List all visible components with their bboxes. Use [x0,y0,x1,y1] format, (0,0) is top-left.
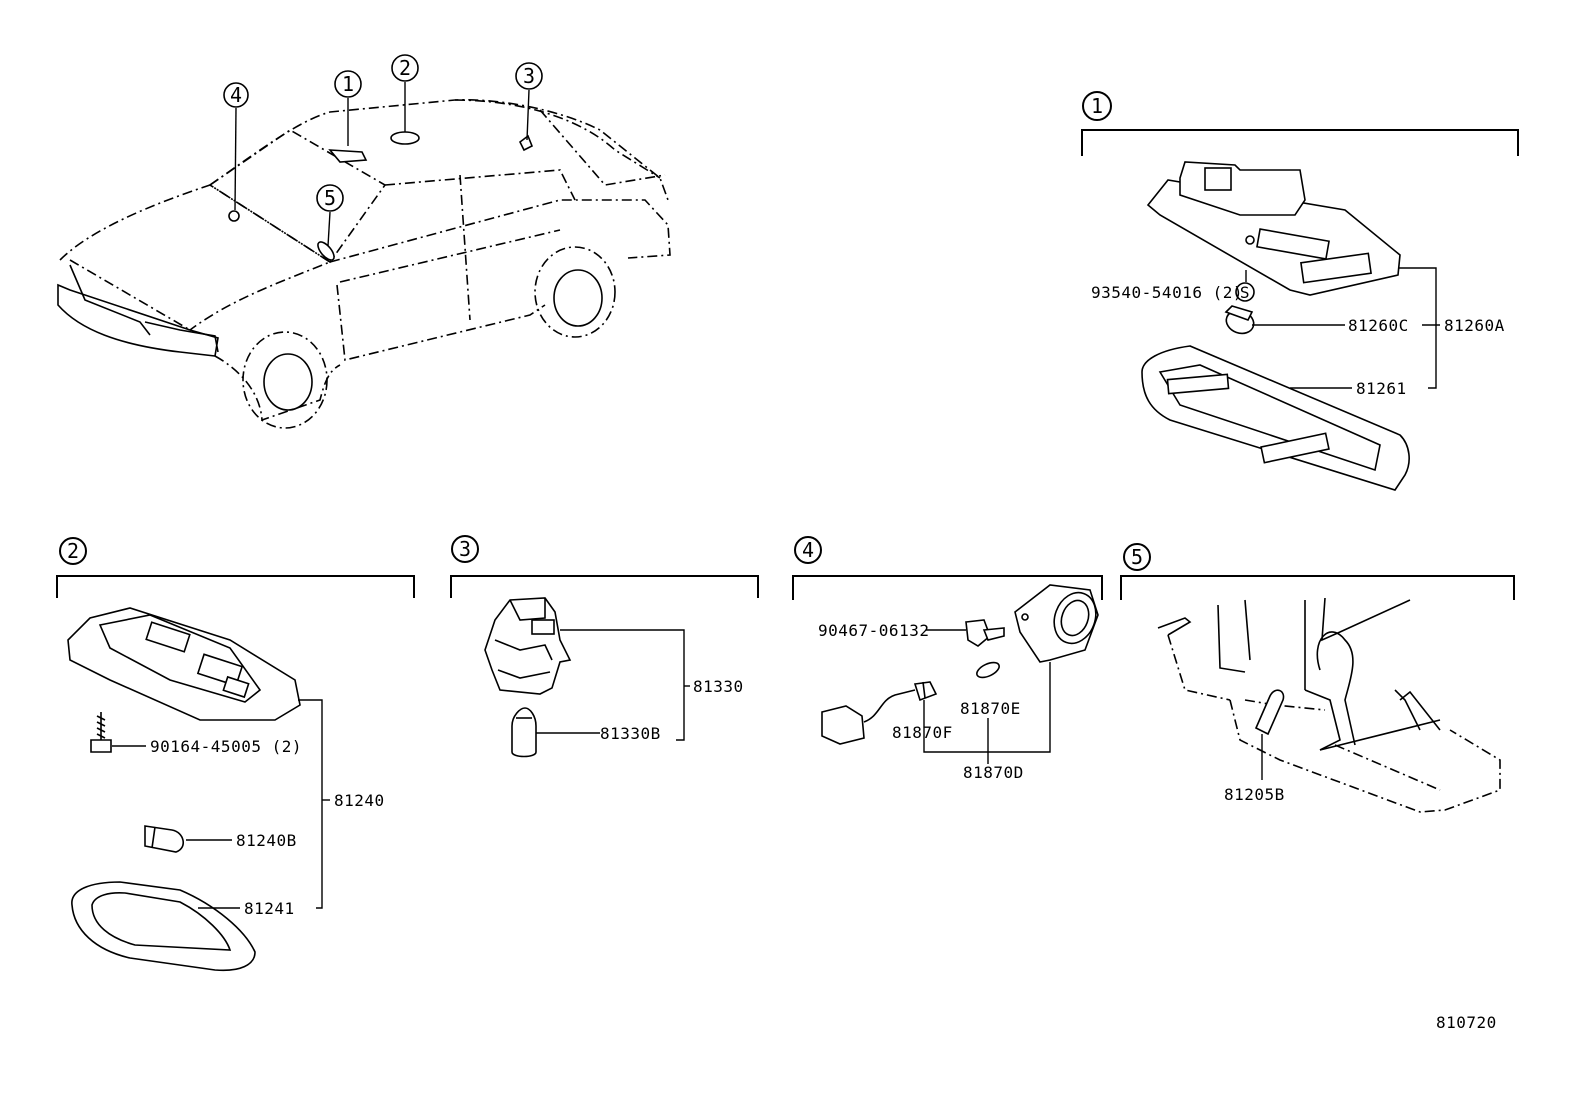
svg-text:5: 5 [324,186,336,210]
label-81260c: 81260C [1348,316,1409,335]
section-5: 5 81205B [1120,543,1515,813]
label-81241: 81241 [244,899,295,918]
room-lamp-assembly [67,607,301,721]
bulb-81260c [1224,305,1255,335]
section-4: 4 90467-06132 81870E 81870F [792,536,1103,782]
svg-text:4: 4 [230,83,242,107]
screw-90467 [965,619,1005,647]
label-81870d: 81870D [963,763,1024,782]
label-90467: 90467-06132 [818,621,929,640]
bulb-81870e [976,661,1000,679]
label-81240: 81240 [334,791,385,810]
bulb-81205b [1254,689,1285,736]
svg-text:2: 2 [399,56,411,80]
map-lamp-assembly [1146,161,1401,296]
label-81870e: 81870E [960,699,1021,718]
lens-81241 [71,881,256,972]
section-2: 2 81240 90164-45005 (2) 81240B [56,537,415,972]
bulb-81240b [144,825,184,853]
lamp-81330 [484,597,572,695]
car-callout-1: 1 [334,70,362,98]
bulb-81330b [511,707,537,758]
label-81261: 81261 [1356,379,1407,398]
section-1-number: 1 [1091,94,1103,118]
section-3: 3 81330 81330B [450,535,759,758]
console-detail [1157,597,1501,813]
section-3-number: 3 [459,537,471,561]
section-4-number: 4 [802,538,814,562]
label-81330b: 81330B [600,724,661,743]
clip: S [1235,282,1255,302]
screw-90164 [90,712,112,753]
car-callout-4: 4 [223,82,249,108]
label-81260a: 81260A [1444,316,1505,335]
car-overview: 1 2 3 4 5 [57,54,671,429]
lens-81261 [1141,345,1410,491]
section-1: 1 S 93540-54016 (2) 81260C 81260A [1081,91,1519,491]
svg-text:1: 1 [342,72,354,96]
section-5-number: 5 [1131,545,1143,569]
diagram-id: 810720 [1436,1013,1497,1032]
socket-81870f [821,681,938,745]
svg-text:S: S [1240,283,1250,302]
car-callout-2: 2 [391,54,419,82]
label-90164: 90164-45005 (2) [150,737,302,756]
label-81240b: 81240B [236,831,297,850]
label-81870f: 81870F [892,723,953,742]
lamp-housing-81870d [1014,584,1099,663]
label-81205b: 81205B [1224,785,1285,804]
car-callout-5: 5 [316,184,344,212]
label-81330: 81330 [693,677,744,696]
label-clip: 93540-54016 (2) [1091,283,1243,302]
car-callout-3: 3 [515,62,543,90]
section-2-number: 2 [67,539,79,563]
svg-text:3: 3 [523,64,535,88]
